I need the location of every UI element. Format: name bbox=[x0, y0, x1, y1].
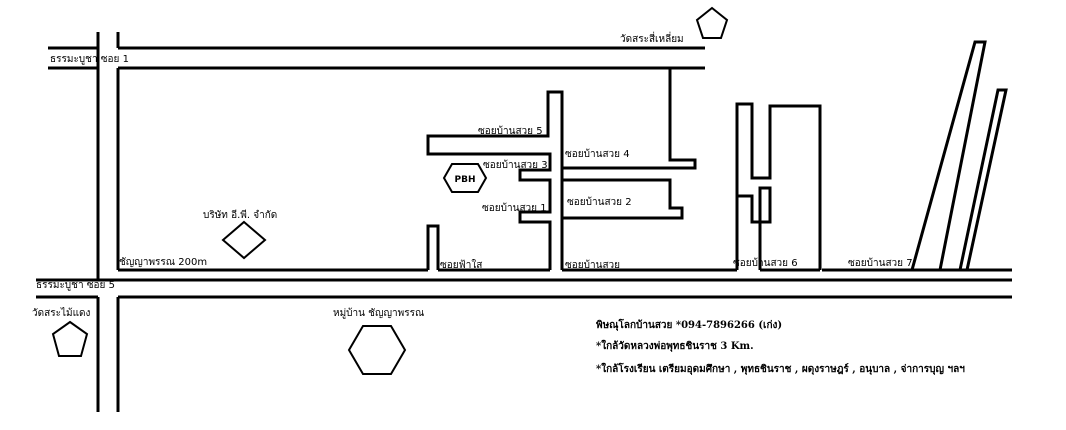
label-soi-ban-suay-5: ซอยบ้านสวย 5 bbox=[478, 125, 543, 137]
soi-ban-suay-7 bbox=[910, 40, 1008, 271]
soi-ban-suay-right bbox=[562, 66, 705, 220]
label-wat-sa-mai-daeng: วัดสระไม้แดง bbox=[32, 307, 91, 319]
label-soi-fa-sai: ซอยฟ้าใส bbox=[440, 259, 482, 271]
notes: พิษณุโลกบ้านสวย *094-7896266 (เก่ง) *ใกล… bbox=[596, 318, 965, 375]
main-roads bbox=[36, 32, 1012, 412]
label-soi-ban-suay-6: ซอยบ้านสวย 6 bbox=[733, 257, 798, 269]
soi-ban-suay-6 bbox=[735, 102, 822, 270]
wat-sa-si-liam-pentagon[interactable] bbox=[695, 6, 729, 39]
wat-sa-mai-daeng-pentagon[interactable] bbox=[51, 320, 89, 357]
pbh-label: PBH bbox=[455, 175, 476, 185]
label-thammabucha-soi1: ธรรมะบูชา ซอย 1 bbox=[50, 54, 129, 65]
label-village: หมู่บ้าน ชัญญาพรรณ bbox=[333, 307, 424, 319]
label-soi-ban-suay-7: ซอยบ้านสวย 7 bbox=[848, 257, 913, 269]
note-line-3: *ใกล้โรงเรียน เตรียมอุดมศึกษา , พุทธชินร… bbox=[596, 362, 965, 375]
note-line-1: พิษณุโลกบ้านสวย *094-7896266 (เก่ง) bbox=[596, 318, 782, 331]
soi-fa-sai bbox=[426, 224, 440, 270]
company-diamond[interactable] bbox=[221, 220, 267, 260]
landmarks: PBH bbox=[51, 6, 729, 375]
label-soi-ban-suay-4: ซอยบ้านสวย 4 bbox=[565, 148, 630, 160]
side-sois bbox=[426, 40, 1008, 271]
label-soi-ban-suay: ซอยบ้านสวย bbox=[565, 259, 620, 271]
label-soi-ban-suay-2: ซอยบ้านสวย 2 bbox=[567, 196, 632, 208]
label-thammabucha-soi5: ธรรมะบูชา ซอย 5 bbox=[36, 280, 115, 291]
pbh-hexagon[interactable] bbox=[442, 163, 488, 193]
label-wat-sa-si-liam: วัดสระสี่เหลี่ยม bbox=[620, 31, 684, 45]
label-company: บริษัท อี.พี. จำกัด bbox=[203, 209, 277, 221]
labels: วัดสระสี่เหลี่ยม ธรรมะบูชา ซอย 1 ธรรมะบู… bbox=[32, 31, 913, 319]
label-soi-ban-suay-1: ซอยบ้านสวย 1 bbox=[482, 202, 547, 214]
note-line-2: *ใกล้วัดหลวงพ่อพุทธชินราช 3 Km. bbox=[596, 339, 754, 352]
village-hexagon[interactable] bbox=[347, 325, 407, 375]
label-chanyaphon-200m: ชัญญาพรรณ 200m bbox=[119, 257, 207, 268]
label-soi-ban-suay-3: ซอยบ้านสวย 3 bbox=[483, 159, 548, 171]
soi-ban-suay-left bbox=[426, 90, 564, 270]
